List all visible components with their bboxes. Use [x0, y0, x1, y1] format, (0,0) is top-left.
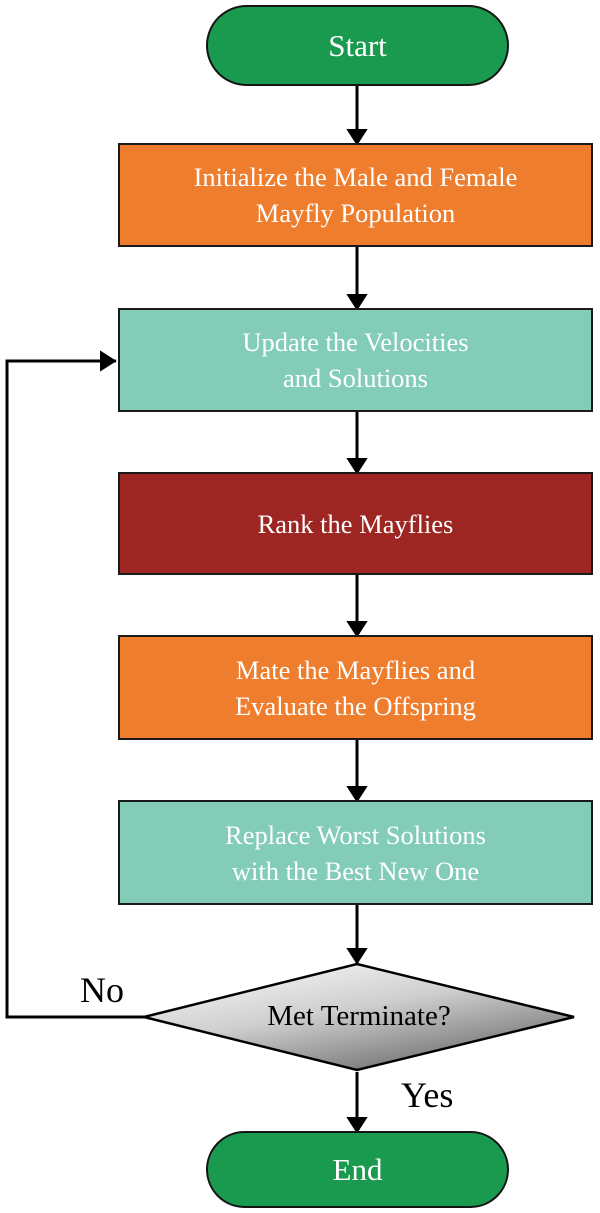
node-label-line: Mate the Mayflies and [235, 654, 476, 685]
edge-label-yes: Yes [401, 1075, 454, 1115]
no-loop-connector [5, 350, 144, 1019]
flow-node-update-velocities: Update the Velocities and Solutions [118, 308, 593, 412]
decision-diamond-shape [143, 962, 575, 1072]
node-label: End [332, 1151, 383, 1187]
flow-node-replace-worst: Replace Worst Solutions with the Best Ne… [118, 800, 593, 905]
node-label-line: Update the Velocities [242, 327, 469, 357]
node-label-line: and Solutions [282, 363, 428, 393]
node-label: Start [328, 27, 387, 63]
node-label-line: Mayfly Population [255, 198, 456, 228]
flow-node-end: End [206, 1131, 509, 1208]
edge-label-no: No [80, 970, 124, 1010]
flow-node-init-population: Initialize the Male and Female Mayfly Po… [118, 143, 593, 247]
flow-node-rank-mayflies: Rank the Mayflies [118, 472, 593, 575]
node-label: Met Terminate? [267, 999, 451, 1032]
flow-node-mate-mayflies: Mate the Mayflies and Evaluate the Offsp… [118, 635, 593, 740]
node-label-line: Initialize the Male and Female [193, 162, 518, 192]
flow-node-met-terminate: Met Terminate? [141, 962, 577, 1072]
node-label-line: Replace Worst Solutions [225, 819, 486, 850]
node-label: Rank the Mayflies [257, 508, 454, 539]
node-label-line: with the Best New One [231, 855, 480, 886]
flow-node-start: Start [206, 5, 509, 86]
node-label-line: Evaluate the Offspring [235, 690, 476, 721]
